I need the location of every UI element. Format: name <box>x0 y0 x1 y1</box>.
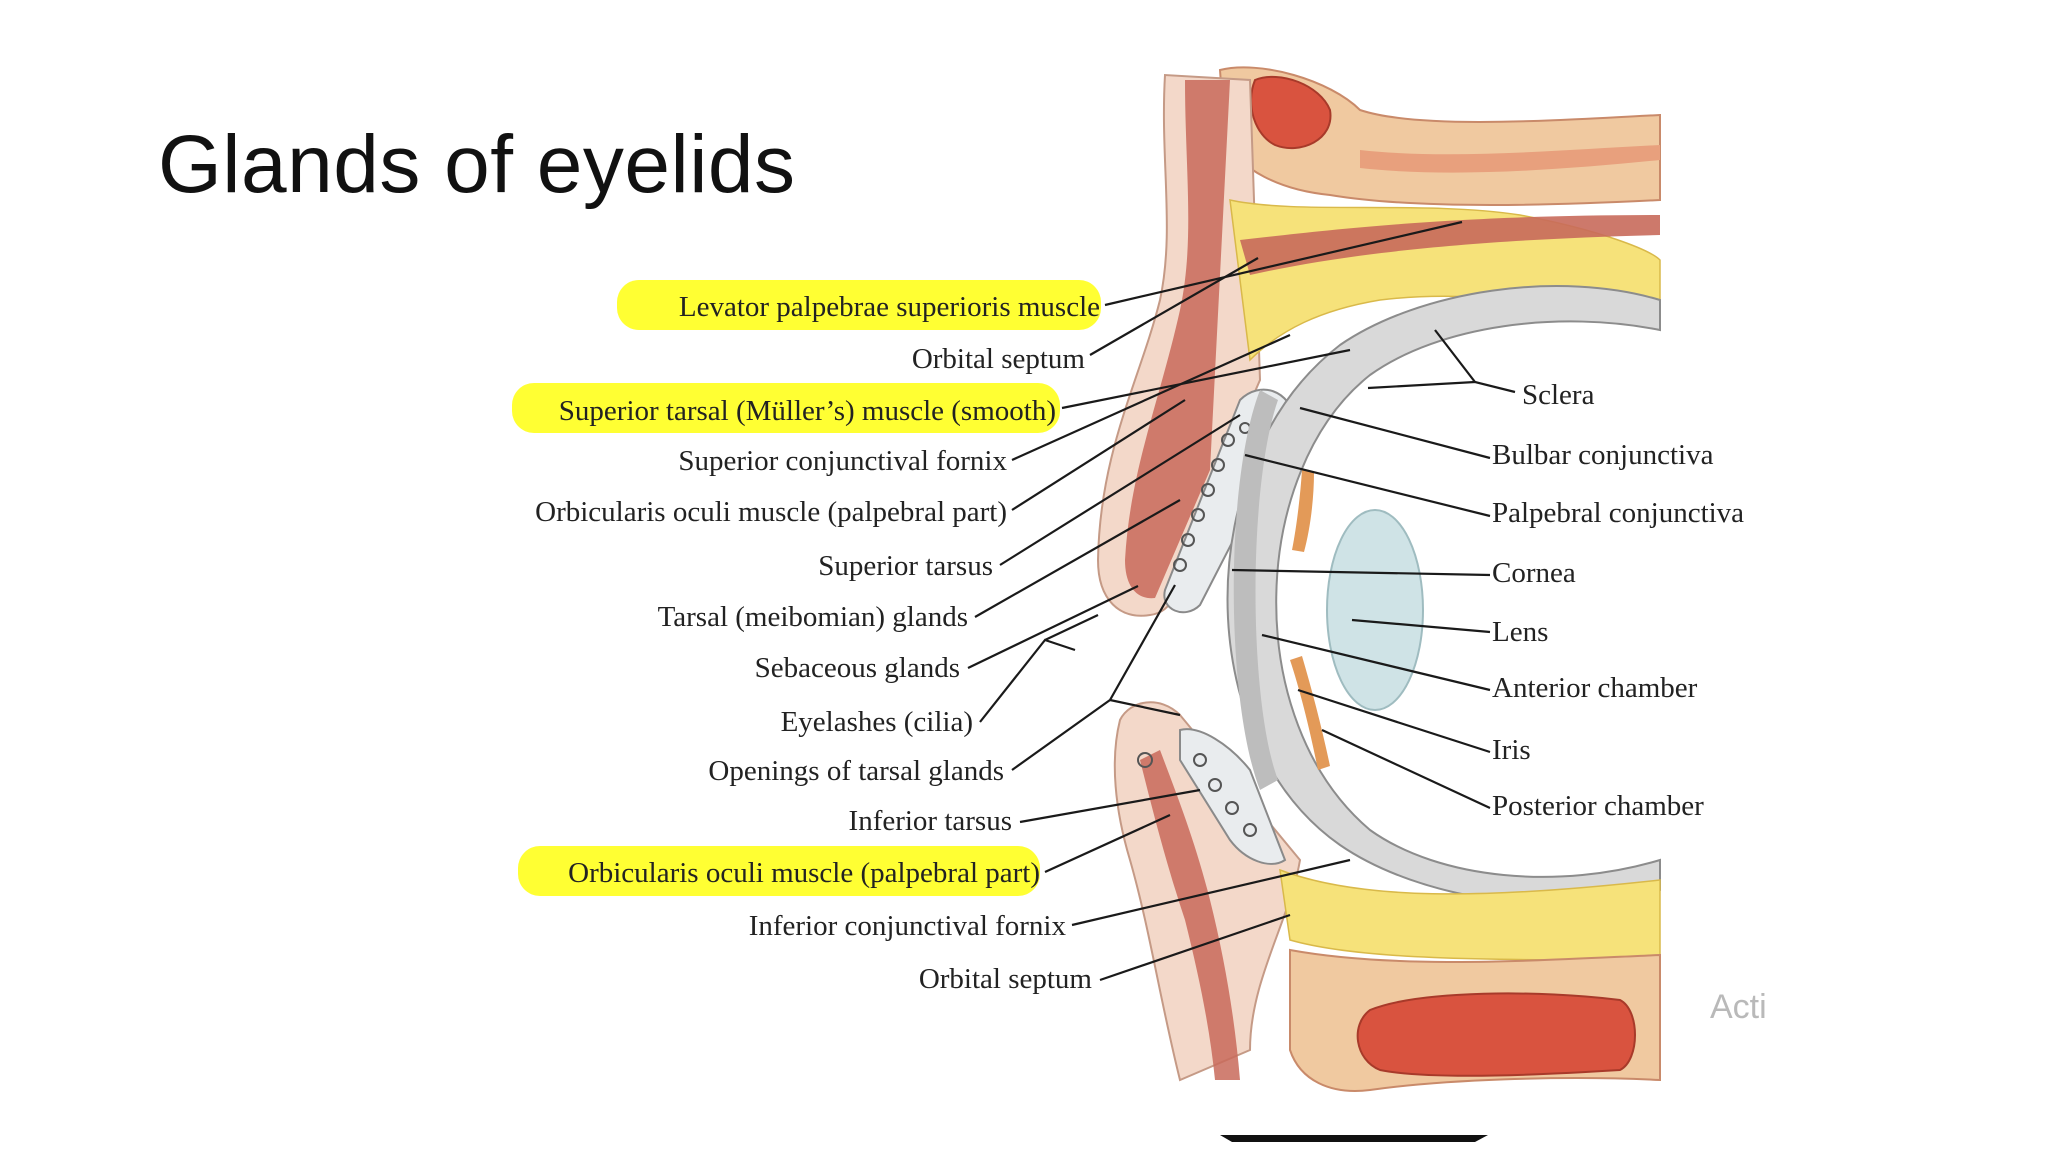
label-openings-tarsal-glands: Openings of tarsal glands <box>708 755 1004 787</box>
leader-orbicularis-lower <box>1044 813 1171 874</box>
label-orbital-septum-upper: Orbital septum <box>912 343 1086 375</box>
leader-eyelashes-fork <box>1044 614 1099 641</box>
label-superior-tarsus: Superior tarsus <box>818 550 993 582</box>
highlight-superior-tarsal <box>512 383 1060 433</box>
watermark-text: Acti <box>1710 988 1767 1026</box>
iris-shape <box>1290 656 1330 770</box>
leader-superior-tarsus <box>999 414 1241 566</box>
upper-orbital-bone <box>1218 66 1661 206</box>
iris-shape-upper <box>1292 470 1314 552</box>
label-inferior-conjunctival-fornix: Inferior conjunctival fornix <box>749 910 1067 942</box>
label-iris: Iris <box>1492 734 1531 766</box>
levator-muscle <box>1240 215 1660 275</box>
bottom-shadow-bar <box>1220 1135 1488 1142</box>
leader-meibomian <box>974 499 1181 618</box>
cornea-shape <box>1233 390 1278 790</box>
anatomy-illustration <box>1096 66 1661 1142</box>
leader-eyelashes <box>979 638 1076 723</box>
label-cornea: Cornea <box>1492 557 1576 589</box>
sclera-shape <box>1226 285 1661 905</box>
labels-left: Levator palpebrae superioris muscle Orbi… <box>535 291 1100 995</box>
lens-shape <box>1326 509 1424 711</box>
highlight-marks <box>512 280 1101 896</box>
label-lens: Lens <box>1492 616 1548 648</box>
leader-cornea <box>1231 568 1491 577</box>
upper-bone-stripe <box>1360 145 1660 173</box>
label-bulbar-conjunctiva: Bulbar conjunctiva <box>1492 439 1714 471</box>
upper-orbicularis-muscle <box>1125 80 1230 599</box>
tarsal-gland-dots-lower <box>1137 752 1257 837</box>
label-sclera: Sclera <box>1522 379 1595 411</box>
upper-bone-marrow <box>1250 75 1332 150</box>
highlight-levator <box>617 280 1101 330</box>
leader-posterior-chamber <box>1321 729 1491 809</box>
leader-inferior-tarsus <box>1019 788 1201 824</box>
labels-right: Sclera Bulbar conjunctiva Palpebral conj… <box>1492 379 1744 822</box>
leader-orbital-septum-upper <box>1089 257 1259 356</box>
label-sebaceous-glands: Sebaceous glands <box>755 652 960 684</box>
leader-lens <box>1351 618 1491 634</box>
leader-sebaceous <box>967 585 1139 669</box>
slide-title: Glands of eyelids <box>158 119 796 210</box>
leader-orbital-septum-lower <box>1099 913 1291 982</box>
label-inferior-tarsus: Inferior tarsus <box>849 805 1012 837</box>
lower-orbicularis-muscle <box>1140 750 1240 1080</box>
label-orbicularis-lower: Orbicularis oculi muscle (palpebral part… <box>568 857 1040 889</box>
leader-anterior-chamber <box>1261 633 1491 692</box>
leader-lines <box>967 220 1516 982</box>
label-superior-tarsal-muscle: Superior tarsal (Müller’s) muscle (smoot… <box>559 395 1056 427</box>
leader-inferior-fornix <box>1071 858 1351 927</box>
label-eyelashes: Eyelashes (cilia) <box>781 706 973 738</box>
leader-bulbar <box>1299 406 1491 460</box>
label-tarsal-glands: Tarsal (meibomian) glands <box>658 601 968 633</box>
leader-levator <box>1104 220 1463 307</box>
lower-bone-marrow <box>1356 992 1636 1077</box>
leader-orbicularis-upper <box>1011 399 1186 511</box>
label-orbicularis-upper: Orbicularis oculi muscle (palpebral part… <box>535 496 1007 528</box>
leader-iris <box>1297 688 1491 754</box>
leader-superior-fornix <box>1011 333 1291 462</box>
leader-mullers-muscle <box>1061 348 1351 410</box>
label-orbital-septum-lower: Orbital septum <box>919 963 1093 995</box>
leader-sclera-fork <box>1367 380 1476 390</box>
highlight-orbicularis-lower <box>518 846 1040 896</box>
label-palpebral-conjunctiva: Palpebral conjunctiva <box>1492 497 1744 529</box>
label-levator-palpebrae: Levator palpebrae superioris muscle <box>679 291 1100 323</box>
label-superior-conjunctival-fornix: Superior conjunctival fornix <box>678 445 1007 477</box>
leader-openings-fork <box>1109 698 1181 717</box>
label-posterior-chamber: Posterior chamber <box>1492 790 1704 822</box>
leader-palpebral <box>1244 453 1491 518</box>
label-anterior-chamber: Anterior chamber <box>1492 672 1698 704</box>
